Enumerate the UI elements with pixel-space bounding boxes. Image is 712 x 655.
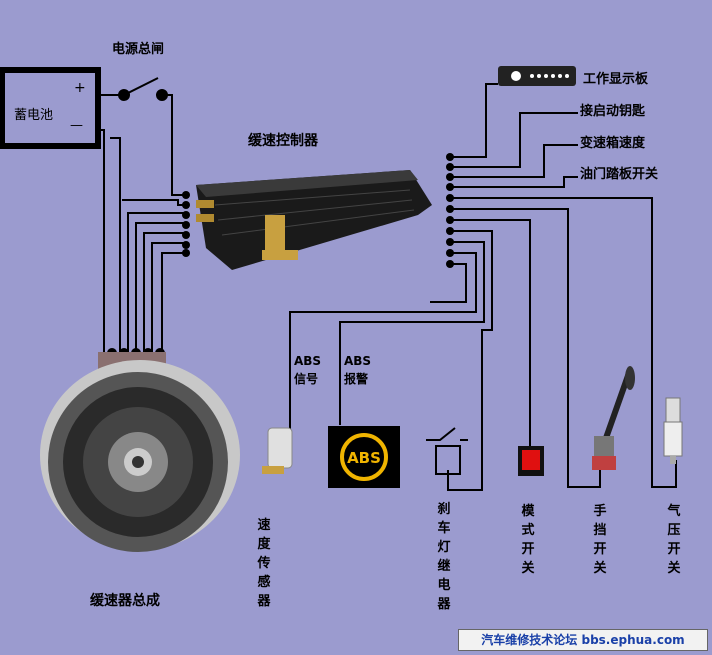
controller-label: 缓速控制器 — [248, 133, 318, 149]
air-switch-label: 气压开关 — [667, 504, 681, 576]
abs-alarm-label: ABS 报警 — [344, 352, 371, 388]
hand-lever-icon — [592, 366, 635, 470]
main-switch-label: 电源总闸 — [112, 42, 165, 57]
right-wires — [289, 83, 677, 491]
speed-sensor-icon — [262, 427, 293, 474]
retarder-assembly-label: 缓速器总成 — [90, 593, 160, 609]
battery-icon — [0, 67, 101, 149]
air-switch-icon — [663, 397, 683, 464]
throttle-switch-label: 油门踏板开关 — [580, 167, 659, 182]
hand-switch-label: 手挡开关 — [593, 504, 607, 576]
abs-lamp-text: ABS — [347, 449, 381, 467]
display-panel-label: 工作显示板 — [583, 72, 649, 87]
connector-dots-right — [446, 153, 454, 268]
mode-switch-label: 模式开关 — [521, 504, 535, 576]
watermark: 汽车维修技术论坛 bbs.ephua.com — [458, 629, 708, 651]
abs-signal-line1: ABS — [294, 354, 322, 368]
battery-label: 蓄电池 — [14, 108, 54, 123]
gearbox-speed-label: 变速箱速度 — [580, 136, 646, 151]
battery-minus-label: — — [70, 118, 83, 133]
abs-lamp-icon: ABS — [328, 426, 400, 488]
abs-alarm-line2: 报警 — [344, 372, 369, 386]
retarder-icon — [40, 352, 240, 552]
start-key-label: 接启动钥匙 — [580, 104, 646, 119]
controller-icon — [196, 170, 432, 270]
abs-alarm-line1: ABS — [344, 354, 372, 368]
speed-sensor-label: 速度传感器 — [257, 518, 271, 609]
relay-icon — [426, 427, 468, 475]
switch-icon — [98, 77, 186, 196]
brake-relay-label: 刹车灯继电器 — [437, 502, 451, 612]
abs-signal-label: ABS 信号 — [294, 352, 321, 388]
display-panel-icon — [498, 66, 576, 86]
battery-plus-label: + — [74, 80, 86, 96]
abs-signal-line2: 信号 — [294, 372, 319, 386]
mode-switch-icon — [518, 446, 544, 476]
